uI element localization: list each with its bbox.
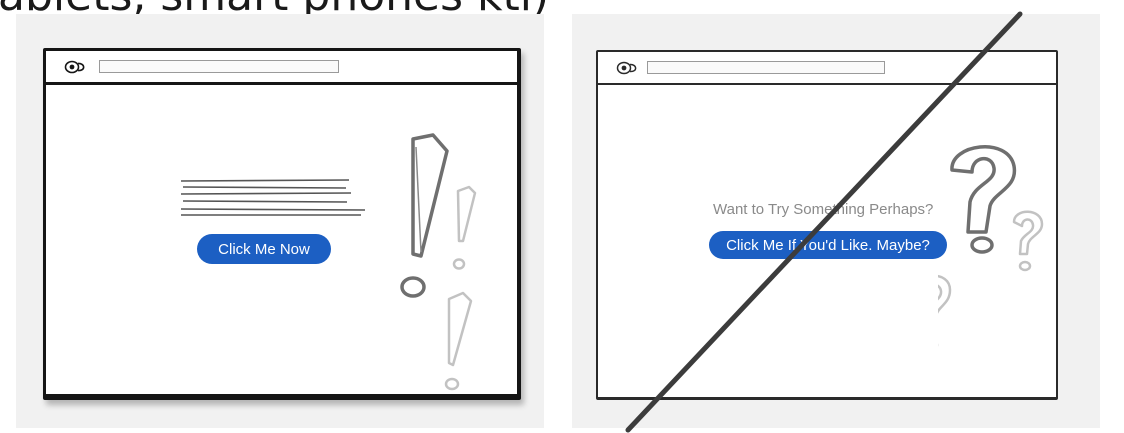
back-forward-icon (64, 60, 88, 74)
browser-mockup-left: Click Me Now (43, 48, 521, 400)
exclamation-marks-icon (391, 131, 496, 371)
browser-mockup-right: Want to Try Something Perhaps? Click Me … (596, 50, 1058, 400)
browser-toolbar (598, 52, 1056, 85)
address-bar (647, 61, 885, 74)
exclamation-dot-icon (442, 375, 462, 393)
address-bar (99, 60, 339, 73)
click-me-maybe-button[interactable]: Click Me If You'd Like. Maybe? (709, 231, 947, 259)
back-forward-icon (616, 61, 640, 75)
click-me-now-button[interactable]: Click Me Now (197, 234, 331, 264)
prompt-text: Want to Try Something Perhaps? (713, 201, 933, 218)
question-marks-icon (938, 140, 1053, 365)
placeholder-text-lines (181, 176, 371, 221)
browser-toolbar (46, 51, 517, 85)
